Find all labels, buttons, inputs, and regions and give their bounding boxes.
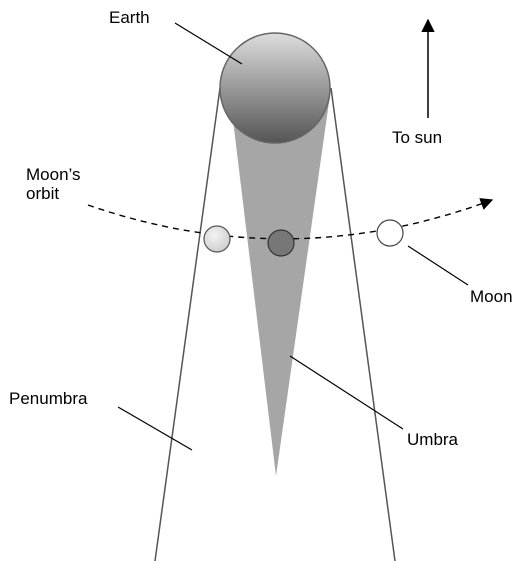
penumbra-boundary-right [331,88,395,561]
earth-leader-line [175,23,242,64]
to-sun-label: To sun [392,128,442,147]
penumbra-label: Penumbra [9,389,88,408]
umbra-label: Umbra [407,430,459,449]
moon-label: Moon [470,287,513,306]
umbra-leader-line [290,356,403,429]
moon-full [377,220,403,246]
umbra-cone [230,95,330,476]
moon-in-umbra [268,230,294,256]
moon-in-penumbra [204,226,230,252]
moon-leader-line [408,246,468,285]
earth-label: Earth [109,8,150,27]
penumbra-boundary-left [155,88,220,561]
penumbra-leader-line [118,407,192,450]
moons-orbit-label-line2: orbit [26,184,59,203]
moons-orbit-label-line1: Moon’s [26,165,81,184]
earth [220,33,330,143]
